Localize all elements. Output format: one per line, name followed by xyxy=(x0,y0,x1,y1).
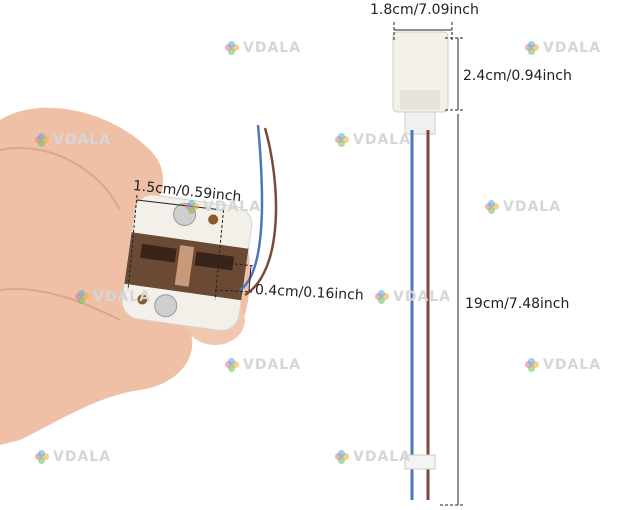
watermark-text: VDALA xyxy=(543,40,602,56)
watermark-text: VDALA xyxy=(203,199,262,215)
watermark: VDALA xyxy=(375,289,451,305)
watermark-text: VDALA xyxy=(353,449,412,465)
watermark-text: VDALA xyxy=(503,199,562,215)
watermark-text: VDALA xyxy=(243,40,302,56)
flower-logo-icon xyxy=(335,133,349,147)
watermark-text: VDALA xyxy=(243,357,302,373)
flower-logo-icon xyxy=(335,450,349,464)
watermark: VDALA xyxy=(35,132,111,148)
flower-logo-icon xyxy=(75,290,89,304)
connector-width-label: 1.8cm/7.09inch xyxy=(370,2,479,18)
watermark-text: VDALA xyxy=(393,289,452,305)
flower-logo-icon xyxy=(485,200,499,214)
watermark: VDALA xyxy=(225,40,301,56)
flower-logo-icon xyxy=(185,200,199,214)
watermark: VDALA xyxy=(185,199,261,215)
flower-logo-icon xyxy=(35,133,49,147)
connector-height-label: 2.4cm/0.94inch xyxy=(463,68,572,84)
watermark: VDALA xyxy=(525,357,601,373)
watermark: VDALA xyxy=(525,40,601,56)
watermark: VDALA xyxy=(225,357,301,373)
watermark-text: VDALA xyxy=(53,449,112,465)
socket xyxy=(121,194,253,332)
watermark: VDALA xyxy=(75,289,151,305)
watermark-text: VDALA xyxy=(93,289,152,305)
connector xyxy=(392,31,449,135)
watermark-text: VDALA xyxy=(353,132,412,148)
watermark-text: VDALA xyxy=(53,132,112,148)
wire-length-label: 19cm/7.48inch xyxy=(465,296,570,312)
watermark: VDALA xyxy=(335,449,411,465)
watermark: VDALA xyxy=(335,132,411,148)
watermark: VDALA xyxy=(35,449,111,465)
flower-logo-icon xyxy=(225,41,239,55)
watermark: VDALA xyxy=(485,199,561,215)
flower-logo-icon xyxy=(225,358,239,372)
watermark-text: VDALA xyxy=(543,357,602,373)
flower-logo-icon xyxy=(525,358,539,372)
flower-logo-icon xyxy=(35,450,49,464)
flower-logo-icon xyxy=(525,41,539,55)
flower-logo-icon xyxy=(375,290,389,304)
